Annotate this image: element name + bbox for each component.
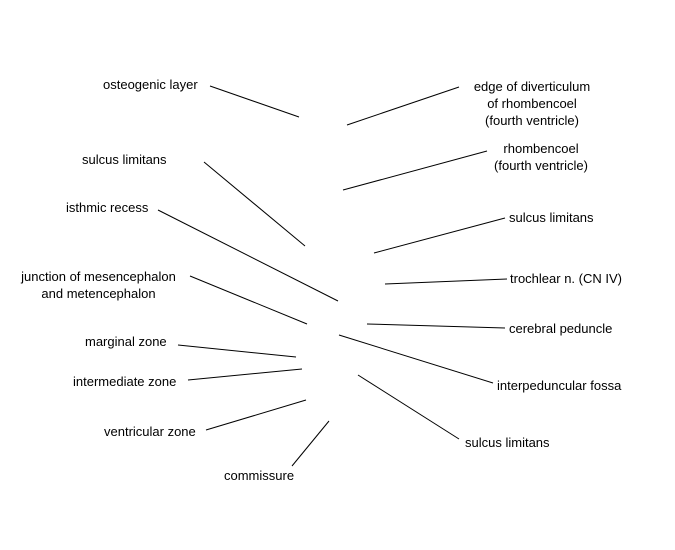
label-junction-line1: junction of mesencephalon (21, 269, 176, 284)
label-edge-line1: edge of diverticulum (473, 79, 591, 94)
leader-interpeduncular-fossa (338, 334, 494, 384)
label-rhombencoel-line2: (fourth ventricle) (494, 158, 588, 173)
label-sulcus-limitans-right-upper: sulcus limitans (509, 210, 594, 225)
label-commissure: commissure (224, 468, 295, 483)
leader-cerebral-peduncle (366, 323, 506, 329)
label-junction-line2: and metencephalon (41, 286, 156, 301)
leader-junction (189, 275, 308, 325)
leader-sulcus-limitans-right-lower (357, 374, 460, 440)
label-rhombencoel: rhombencoel (fourth ventricle) (485, 140, 597, 174)
label-intermediate-zone: intermediate zone (73, 374, 177, 389)
leader-ventricular-zone (205, 399, 307, 431)
label-ventricular-zone: ventricular zone (104, 424, 196, 439)
leader-commissure (291, 420, 330, 467)
leader-sulcus-limitans-left (203, 161, 306, 247)
leader-edge-of-diverticulum (346, 86, 460, 126)
label-edge-of-diverticulum: edge of diverticulum of rhombencoel (fou… (460, 78, 604, 129)
label-cerebral-peduncle: cerebral peduncle (509, 321, 613, 336)
label-trochlear-nerve: trochlear n. (CN IV) (510, 271, 622, 286)
label-rhombencoel-line1: rhombencoel (503, 141, 579, 156)
leader-rhombencoel (342, 150, 488, 191)
leader-trochlear-nerve (384, 278, 508, 285)
label-isthmic-recess: isthmic recess (66, 200, 149, 215)
label-interpeduncular-fossa: interpeduncular fossa (497, 378, 622, 393)
leader-isthmic-recess (157, 209, 339, 302)
label-edge-line2: of rhombencoel (487, 96, 577, 111)
label-junction: junction of mesencephalon and metencepha… (10, 268, 187, 302)
leader-intermediate-zone (187, 368, 303, 381)
leader-osteogenic-layer (209, 85, 300, 118)
label-sulcus-limitans-left: sulcus limitans (82, 152, 167, 167)
label-edge-line3: (fourth ventricle) (485, 113, 579, 128)
leader-sulcus-limitans-right-upper (373, 217, 506, 254)
label-osteogenic-layer: osteogenic layer (103, 77, 198, 92)
label-sulcus-limitans-right-lower: sulcus limitans (465, 435, 550, 450)
label-marginal-zone: marginal zone (85, 334, 167, 349)
leader-marginal-zone (177, 344, 297, 358)
